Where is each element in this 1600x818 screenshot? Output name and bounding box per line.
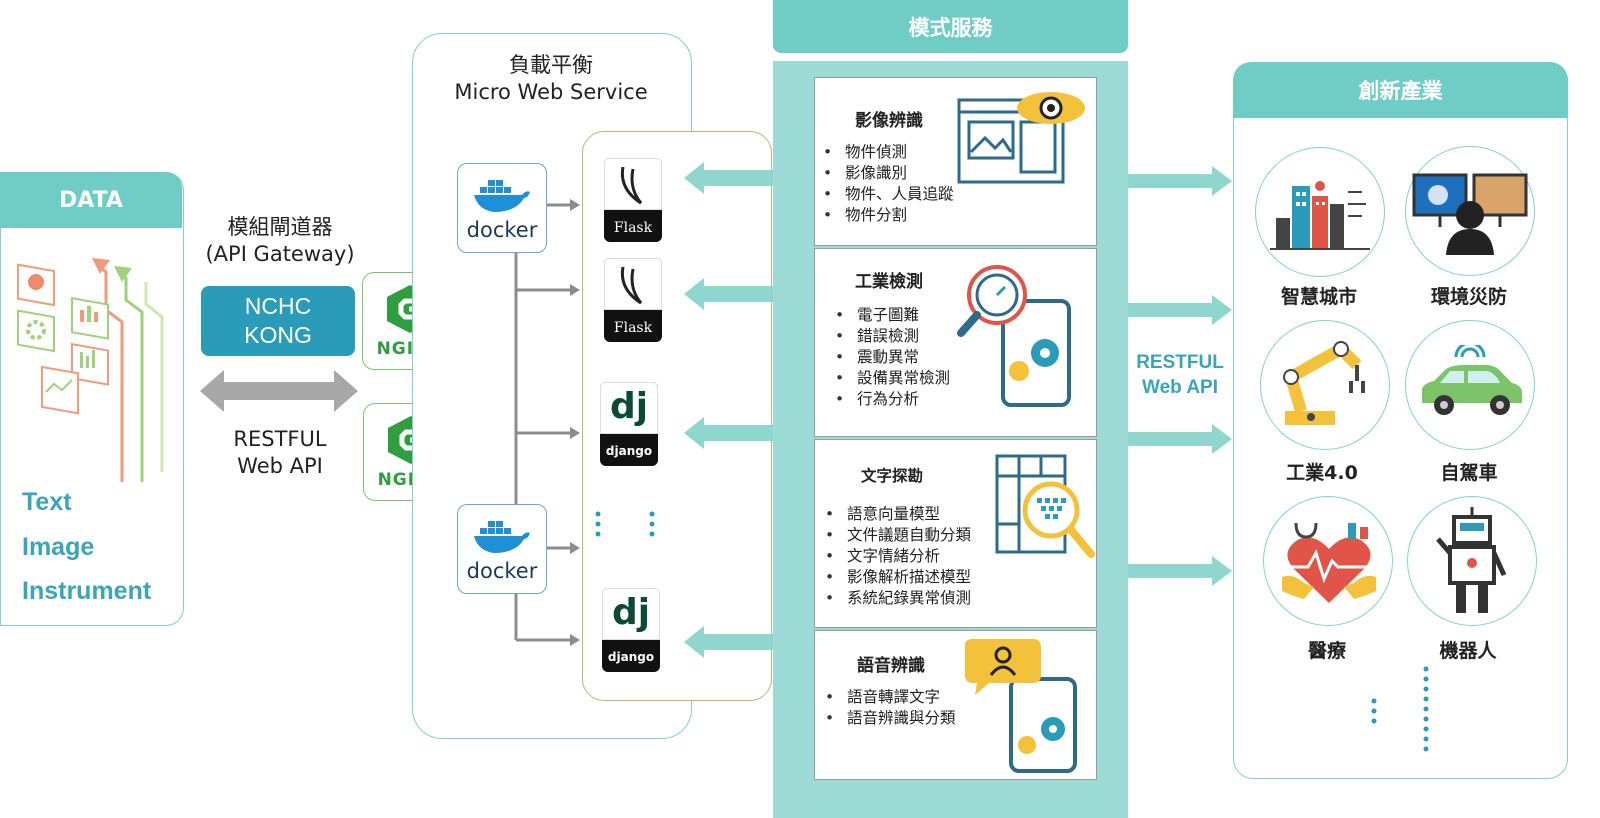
industry-icon-robot — [1407, 496, 1537, 626]
robot-arm-icon — [1283, 341, 1365, 425]
docker-whale-icon — [474, 180, 530, 212]
docker-label: docker — [466, 218, 538, 242]
docker-label: docker — [466, 559, 538, 583]
industry-label-industry-4: 工業4.0 — [1286, 462, 1358, 484]
kong-line2: KONG — [244, 322, 312, 348]
industry-label-robot: 機器人 — [1439, 640, 1497, 662]
industry-label-environment: 環境災防 — [1430, 286, 1507, 308]
docker-whale-icon — [474, 521, 530, 553]
car-icon — [1422, 345, 1522, 415]
model-card-industrial-inspection: 工業檢測 電子圖難 錯誤檢測 震動異常 設備異常檢測 行為分析 — [814, 248, 1097, 437]
flask-label: Flask — [613, 220, 653, 236]
list-item: 語音轉譯文字 — [825, 687, 956, 708]
data-item-text: Text — [22, 488, 72, 516]
list-item: 設備異常檢測 — [835, 368, 950, 389]
micro-title-en: Micro Web Service — [454, 80, 648, 104]
industry-panel-title: 創新產業 — [1233, 62, 1568, 118]
model-card-list: 電子圖難 錯誤檢測 震動異常 設備異常檢測 行為分析 — [835, 305, 950, 410]
smart-city-icon — [1270, 181, 1370, 250]
kong-badge: NCHC KONG — [201, 286, 355, 356]
django-dj-icon: dj — [602, 588, 660, 640]
model-to-industry-arrows — [1128, 166, 1232, 586]
flask-logo-1: Flask — [604, 158, 662, 242]
django-dj-text: dj — [611, 592, 651, 633]
industry-icon-self-driving — [1405, 320, 1535, 450]
industry-label-self-driving: 自駕車 — [1440, 462, 1498, 484]
industry-icon-medical — [1263, 496, 1393, 626]
django-label: django — [605, 444, 653, 458]
gateway-title-zh: 模組閘道器 — [227, 215, 333, 239]
speech-phone-icon — [965, 639, 1077, 773]
docker-logo-bottom: docker — [457, 504, 547, 594]
list-item: 語意向量模型 — [825, 504, 971, 525]
list-item: 文件議題自動分類 — [825, 525, 971, 546]
list-item: 物件、人員追蹤 — [823, 184, 954, 205]
industry-icon-industry-4 — [1260, 320, 1390, 450]
django-dj-text: dj — [609, 386, 649, 427]
gateway-title-en: (API Gateway) — [205, 242, 355, 266]
list-item: 文字情緒分析 — [825, 546, 971, 567]
django-logo-2: dj django — [602, 588, 660, 672]
magnifier-gear-icon — [957, 265, 1071, 407]
list-item: 行為分析 — [835, 389, 950, 410]
data-panel — [0, 172, 184, 626]
list-item: 錯誤檢測 — [835, 326, 950, 347]
industry-icon-environment — [1405, 146, 1535, 276]
model-card-title: 工業檢測 — [855, 272, 923, 292]
list-item: 震動異常 — [835, 347, 950, 368]
model-card-title: 語音辨識 — [857, 656, 925, 676]
industry-icon-smart-city — [1255, 147, 1385, 277]
data-item-image: Image — [22, 533, 95, 561]
kong-line1: NCHC — [244, 293, 312, 319]
data-item-instrument: Instrument — [22, 577, 152, 605]
model-card-list: 物件偵測 影像識別 物件、人員追蹤 物件分割 — [823, 142, 954, 226]
industry-label-smart-city: 智慧城市 — [1280, 286, 1357, 308]
flask-horn-icon — [604, 258, 662, 310]
more-dots-icon — [595, 511, 655, 537]
list-item: 物件分割 — [823, 205, 954, 226]
model-card-title: 影像辨識 — [855, 111, 923, 131]
flask-horn-icon — [604, 158, 662, 210]
model-to-framework-arrows — [684, 162, 774, 658]
list-item: 電子圖難 — [835, 305, 950, 326]
docker-connectors — [514, 199, 580, 646]
list-item: 系統紀錄異常偵測 — [825, 588, 971, 609]
model-card-text-mining: 文字探勘 語意向量模型 文件議題自動分類 文字情緒分析 影像解析描述模型 系統紀… — [814, 439, 1097, 628]
list-item: 影像解析描述模型 — [825, 567, 971, 588]
model-card-image-recognition: 影像辨識 物件偵測 影像識別 物件、人員追蹤 物件分割 — [814, 77, 1097, 246]
gateway-api-line2: Web API — [237, 454, 323, 478]
medical-heart-icon — [1282, 522, 1376, 603]
django-label: django — [607, 650, 655, 664]
model-service-title: 模式服務 — [773, 0, 1128, 53]
flask-logo-2: Flask — [604, 258, 662, 342]
industry-label-medical: 醫療 — [1307, 640, 1346, 662]
model-card-speech-recognition: 語音辨識 語音轉譯文字 語音辨識與分類 — [814, 630, 1097, 780]
docker-logo-top: docker — [457, 163, 547, 253]
model-card-list: 語意向量模型 文件議題自動分類 文字情緒分析 影像解析描述模型 系統紀錄異常偵測 — [825, 504, 971, 609]
gateway-api-line1: RESTFUL — [233, 427, 327, 451]
environment-monitor-icon — [1412, 173, 1528, 255]
list-item: 語音辨識與分類 — [825, 708, 956, 729]
more-industries-dots-icon — [1371, 666, 1429, 752]
django-logo-1: dj django — [600, 382, 658, 466]
document-search-icon — [995, 454, 1095, 558]
robot-icon — [1436, 507, 1507, 613]
model-card-title: 文字探勘 — [861, 467, 924, 485]
flask-label: Flask — [613, 320, 653, 336]
restful-api-right-line2: Web API — [1141, 377, 1218, 398]
data-panel-title: DATA — [0, 172, 182, 228]
list-item: 影像識別 — [823, 163, 954, 184]
restful-api-right-line1: RESTFUL — [1136, 352, 1224, 373]
data-illustration — [17, 258, 164, 482]
list-item: 物件偵測 — [823, 142, 954, 163]
micro-title-zh: 負載平衡 — [509, 53, 593, 77]
django-dj-icon: dj — [600, 382, 658, 434]
model-card-list: 語音轉譯文字 語音辨識與分類 — [825, 687, 956, 729]
image-eye-icon — [957, 92, 1085, 184]
bidirectional-arrow-icon — [200, 370, 358, 412]
